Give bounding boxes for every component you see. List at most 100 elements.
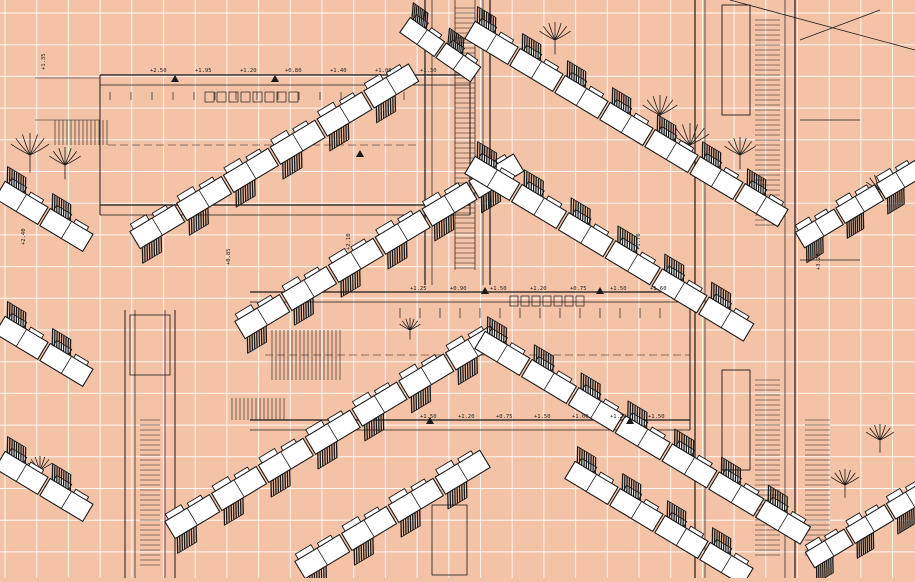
stair-tread [17, 443, 20, 460]
dimension-label: +1.50 [420, 414, 437, 420]
stair-module [164, 493, 221, 555]
plan-line [729, 0, 915, 51]
module-parapet [410, 478, 427, 492]
plan-cell [252, 91, 263, 103]
stair-module [689, 141, 744, 201]
stair-tread [630, 479, 633, 496]
stair-outline [476, 140, 497, 170]
branch [659, 99, 674, 116]
stair-tread [286, 160, 289, 177]
stair-tread [720, 533, 723, 550]
module-divider [420, 367, 432, 385]
module-parapet [435, 459, 456, 476]
stair-tread [811, 242, 814, 260]
stair-tread [821, 562, 824, 580]
stair-tread [628, 233, 631, 250]
module-divider [590, 400, 602, 419]
module-parapet [270, 129, 291, 146]
stair-tread [478, 7, 481, 25]
plan-line [799, 9, 881, 41]
level-marker [171, 75, 179, 82]
stair-tread [737, 467, 739, 484]
module-divider [895, 171, 906, 188]
stair-tread [368, 421, 371, 439]
branch [64, 155, 81, 166]
stair-tread [56, 466, 58, 483]
stair-tread [416, 511, 419, 528]
stair-tread [549, 354, 552, 371]
stair-tread [525, 171, 528, 188]
branch [879, 431, 895, 441]
module-parapet [464, 52, 479, 65]
module-parapet [28, 191, 45, 204]
stair-outline [746, 168, 767, 197]
stair-tread [449, 491, 452, 508]
stair-tread [401, 244, 403, 261]
module-parapet [397, 210, 414, 223]
stair-tread [456, 34, 460, 51]
stair-module [474, 315, 531, 377]
stair-tread [296, 154, 298, 171]
module-divider [675, 528, 687, 546]
stair-tread [459, 367, 462, 384]
stair-tread [772, 488, 774, 505]
stair-tread [300, 304, 303, 322]
stair-tread [481, 9, 483, 26]
plan-cell [264, 91, 275, 103]
stair-tread [636, 406, 639, 423]
stair-tread [249, 335, 251, 352]
stair-tread [498, 323, 501, 340]
stair-tread [760, 176, 762, 194]
stair-module [435, 27, 482, 83]
stair-tread [407, 516, 410, 533]
stair-tread [826, 560, 828, 577]
stair-module [175, 175, 233, 236]
stair-tread [666, 255, 668, 272]
stair-tread [616, 90, 618, 107]
stair-module [39, 192, 94, 253]
stair-tread [53, 194, 56, 212]
plan-cell [240, 91, 251, 103]
stair-tread [762, 178, 765, 195]
stair-tread [148, 243, 151, 260]
module-parapet [73, 353, 90, 366]
module-parapet [543, 58, 560, 71]
stair-tread [718, 531, 721, 548]
module-parapet [509, 342, 526, 355]
stair-tread [626, 231, 629, 248]
plan-cell [509, 295, 519, 307]
module-parapet [292, 120, 309, 133]
stair-tread [385, 100, 387, 118]
stair-tread [643, 410, 646, 427]
stair-module [609, 472, 664, 533]
stair-tread [225, 507, 228, 524]
stair-tread [279, 475, 282, 492]
module-parapet [176, 186, 197, 202]
stair-tread [584, 206, 587, 223]
stair-module [604, 225, 661, 286]
stair-tread [67, 203, 70, 220]
branch [879, 427, 891, 441]
module-parapet [864, 504, 880, 516]
module-divider [854, 196, 865, 212]
stair-tread [781, 493, 784, 510]
stair-tread [333, 131, 336, 149]
stair-tread [422, 10, 425, 27]
dimension-label: +1.25 [410, 286, 427, 292]
stair-tread [186, 531, 188, 548]
stair-tread [13, 440, 16, 457]
stair-tread [500, 325, 503, 342]
branch [869, 427, 881, 441]
stair-tread [809, 244, 812, 261]
stair-tread [716, 530, 718, 547]
module-divider [151, 217, 163, 236]
dimension-label: +1.50 [648, 414, 665, 420]
branch [724, 145, 741, 156]
stair-tread [151, 241, 153, 258]
stair-tread [251, 334, 254, 351]
module-divider [637, 428, 649, 447]
tree-mark [724, 137, 756, 170]
stair-module [304, 409, 361, 470]
stair-tread [860, 539, 863, 556]
stair-tread [286, 471, 289, 488]
